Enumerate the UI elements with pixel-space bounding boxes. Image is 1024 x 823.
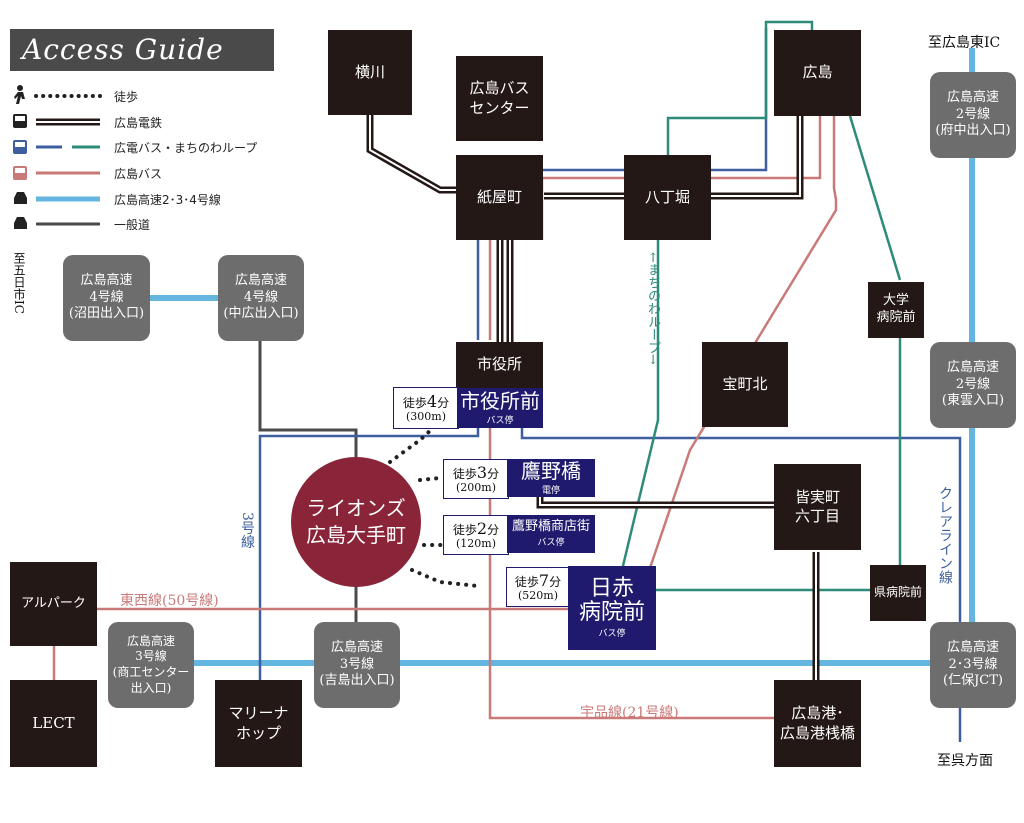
station-bus-center[interactable]: 広島バス センター: [456, 56, 543, 141]
ramp-shoko-center[interactable]: 広島高速 3号線 (商工センター出入口): [108, 622, 194, 708]
tram-icon: [13, 114, 27, 128]
machinowa-loop-lines: [620, 20, 902, 592]
station-takaramachi-kita[interactable]: 宝町北: [702, 342, 788, 427]
legend-walk: 徒歩: [114, 90, 139, 104]
label-route-3: 3号線: [239, 512, 255, 549]
ramp-yoshijima[interactable]: 広島高速 3号線 (吉島出入口): [314, 622, 400, 708]
legend-hiroshima-bus: 広島バス: [114, 167, 163, 181]
station-minamimachi-6[interactable]: 皆実町 六丁目: [774, 464, 861, 550]
station-daigaku-byoinmae[interactable]: 大学 病院前: [868, 282, 924, 338]
car-icon: [14, 192, 27, 204]
ramp-higashi-kumo[interactable]: 広島高速 2号線 (東雲入口): [930, 342, 1016, 428]
label-tozai-line: 東西線(50号線): [120, 593, 219, 609]
label-machinowa-loop: ←まちのわループ→: [645, 252, 660, 365]
label-to-kure: 至呉方面: [937, 753, 993, 769]
ramp-numata[interactable]: 広島高速 4号線 (沼田出入口): [63, 255, 150, 341]
label-clear-line: クレアライン線: [937, 486, 953, 584]
tram-stop-takanobashi[interactable]: 鷹野橋 電停: [507, 459, 595, 497]
ramp-nakahiro[interactable]: 広島高速 4号線 (中広出入口): [218, 255, 304, 341]
walk-time-takanobashi-shotengai: 徒歩2分 (120m): [443, 515, 509, 555]
car-icon: [14, 217, 27, 229]
station-hiroshima[interactable]: 広島: [774, 30, 861, 116]
bus-stop-nisseki-byoinmae[interactable]: 日赤 病院前 バス停: [568, 566, 656, 650]
station-shiyakusho[interactable]: 市役所: [456, 342, 543, 388]
label-ujina-line: 宇品線(21号線): [580, 705, 679, 721]
station-lect[interactable]: LECT: [10, 680, 97, 767]
bus-stop-shiyakushomae[interactable]: 市役所前 バス停: [457, 388, 543, 428]
legend-general-road: 一般道: [114, 218, 151, 232]
legend-hiroden-bus: 広電バス・まちのわループ: [114, 141, 258, 155]
station-hatchobori[interactable]: 八丁堀: [624, 155, 711, 240]
station-alpark[interactable]: アルパーク: [10, 562, 97, 646]
map-title: Access Guide: [22, 33, 224, 66]
station-yokogawa[interactable]: 横川: [328, 30, 412, 115]
walking-routes: [388, 416, 480, 588]
general-road-lines: [258, 340, 358, 622]
walk-time-nisseki: 徒歩7分 (520m): [506, 567, 570, 607]
expressway-lines: [150, 48, 975, 666]
property-lions-hiroshima-otemachi[interactable]: ライオンズ 広島大手町: [291, 457, 421, 587]
label-to-itsukaichi-ic: 至五日市IC: [12, 252, 26, 314]
title-banner: [10, 29, 274, 71]
bus-icon: [13, 140, 27, 154]
legend-tram: 広島電鉄: [114, 116, 163, 130]
legend-samples: [13, 85, 102, 229]
station-hiroshima-port[interactable]: 広島港･ 広島港桟橋: [774, 680, 861, 767]
station-marina-hop[interactable]: マリーナ ホップ: [215, 680, 302, 767]
tram-lines-inner: [369, 115, 817, 680]
label-to-higashi-ic: 至広島東IC: [928, 35, 1001, 51]
bus-stop-takanobashi-shotengai[interactable]: 鷹野橋商店街 バス停: [507, 515, 595, 553]
station-kamiyacho[interactable]: 紙屋町: [456, 155, 543, 240]
legend-expressway: 広島高速2･3･4号線: [114, 193, 221, 207]
bus-icon: [13, 166, 27, 180]
station-ken-byoinmae[interactable]: 県病院前: [870, 565, 926, 621]
ramp-fuchu[interactable]: 広島高速 2号線 (府中出入口): [930, 72, 1016, 158]
walk-time-takanobashi: 徒歩3分 (200m): [443, 459, 509, 499]
walker-icon: [14, 85, 25, 104]
ramp-nihoji[interactable]: 広島高速 2･3号線 (仁保JCT): [930, 622, 1016, 708]
walk-time-shiyakushomae: 徒歩4分 (300m): [393, 387, 459, 429]
